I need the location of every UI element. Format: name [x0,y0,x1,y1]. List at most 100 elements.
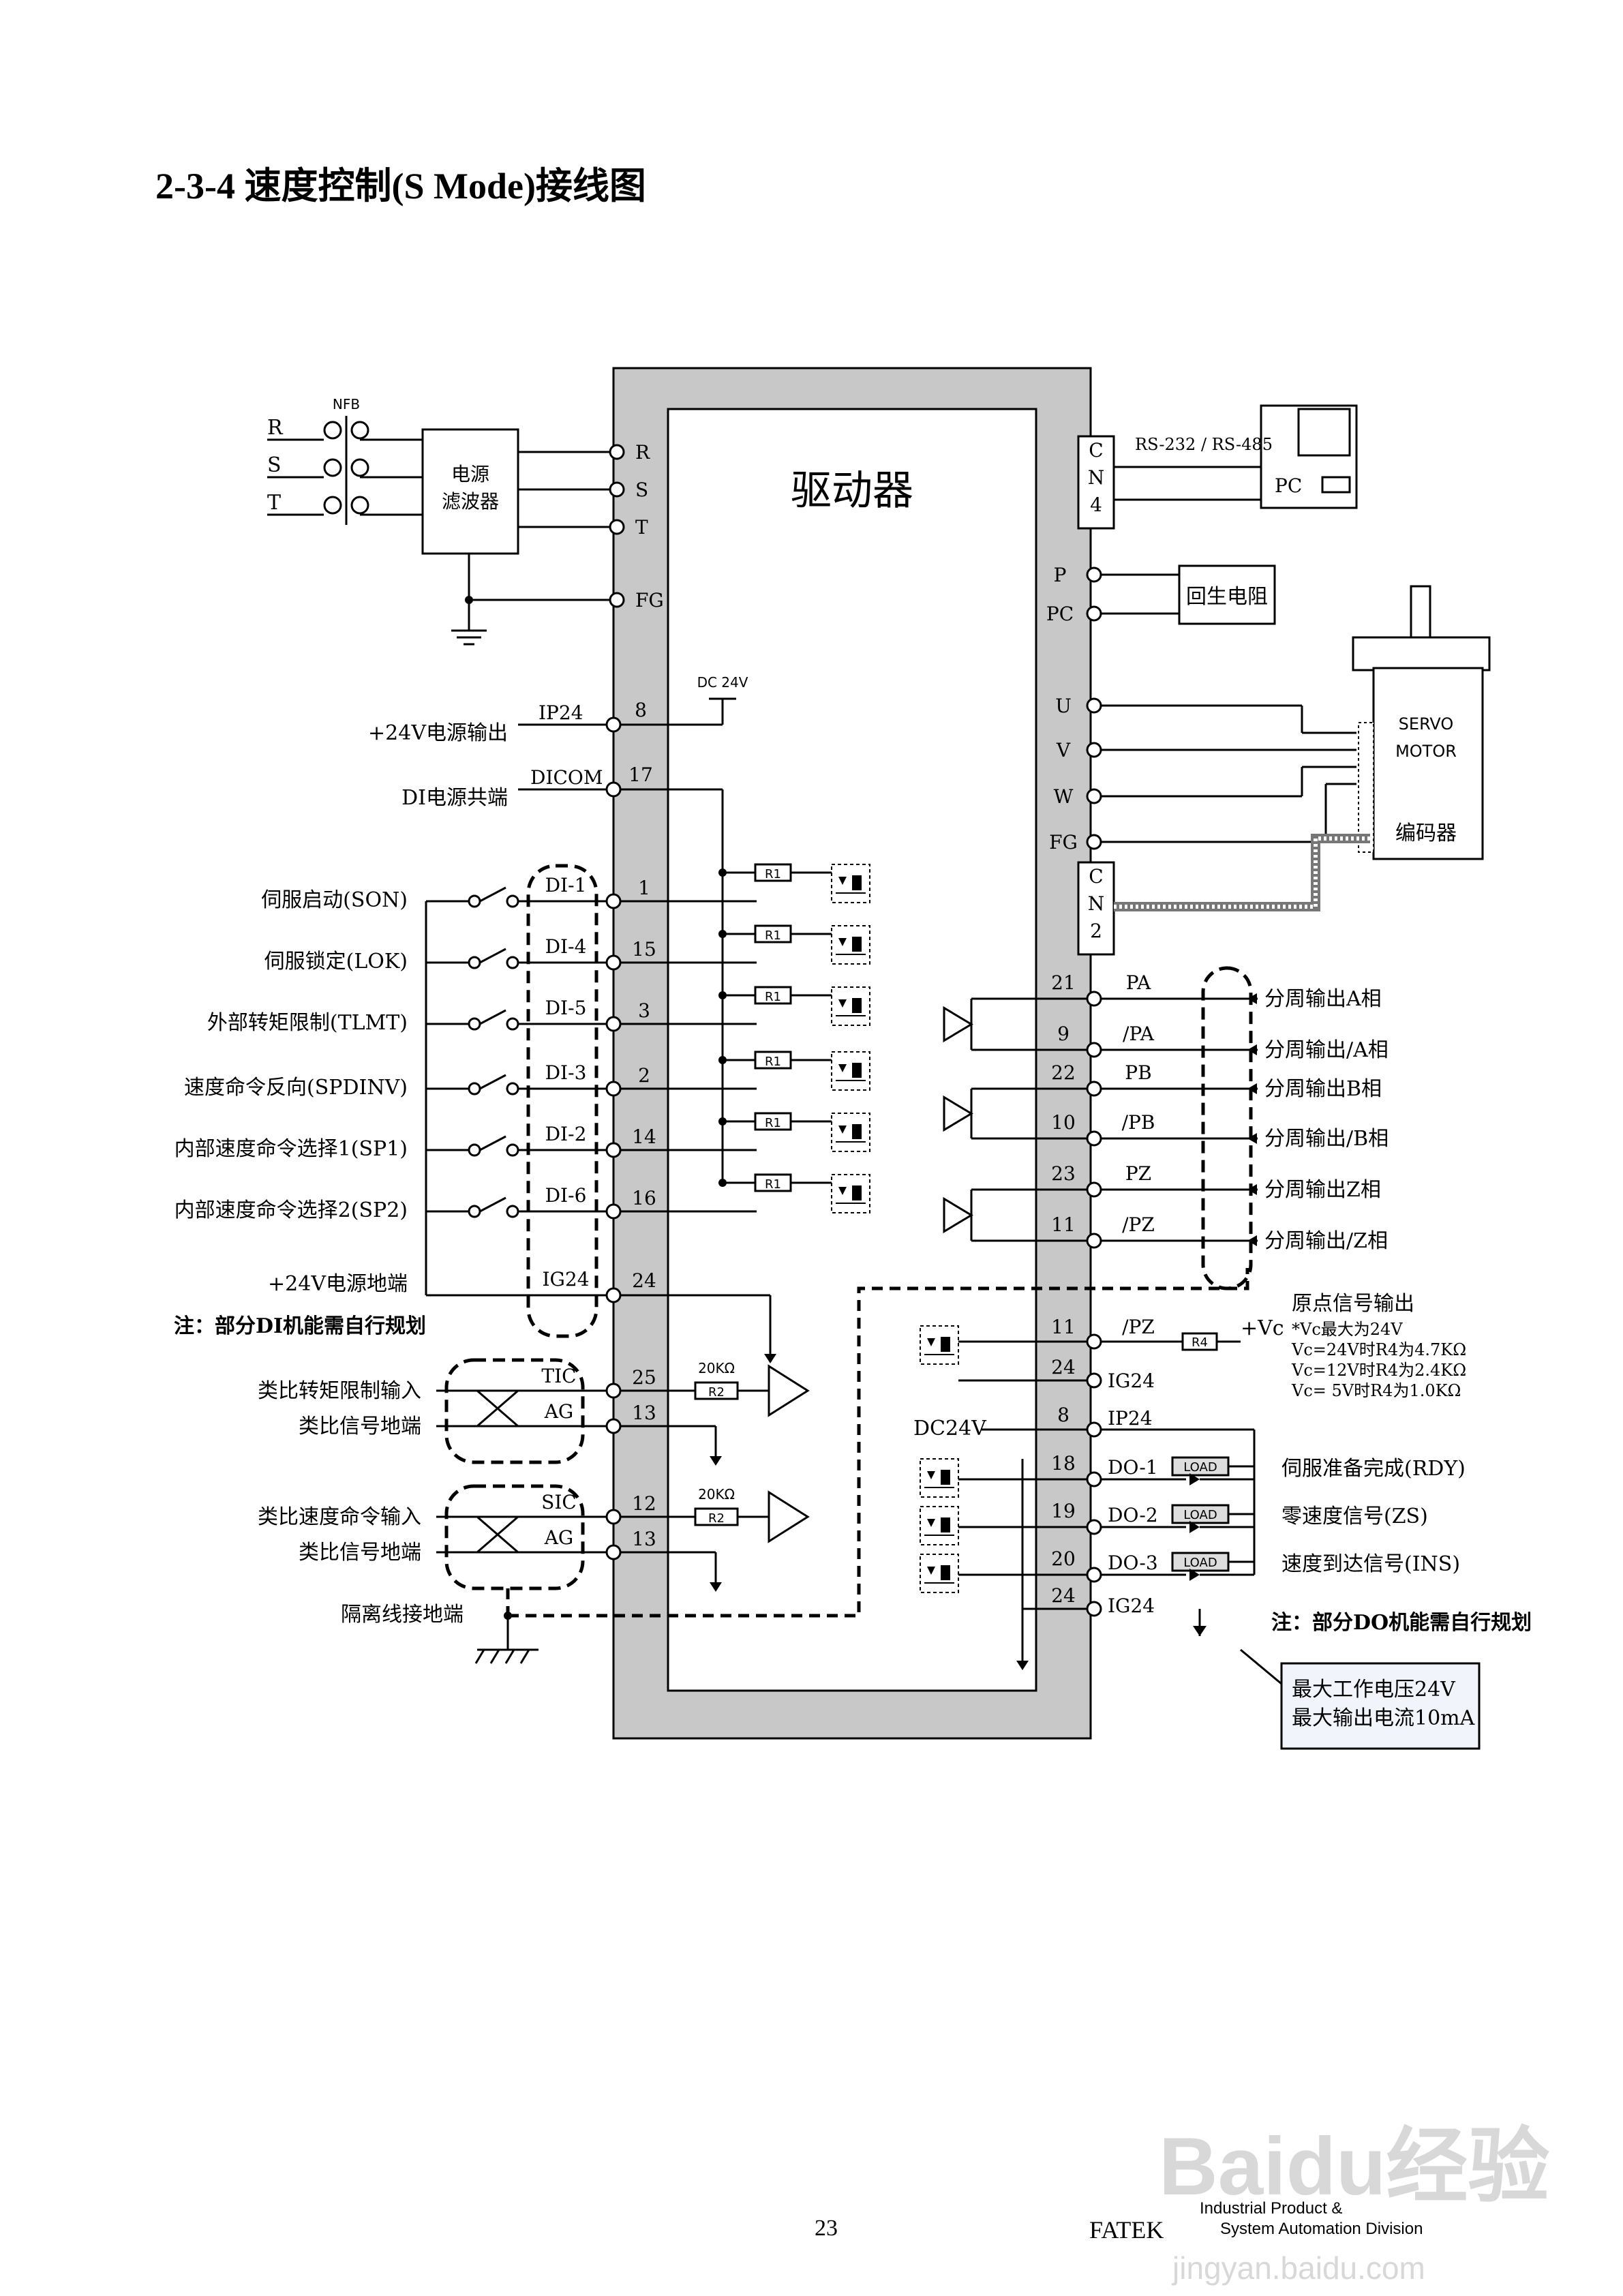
di-pin-number: 16 [632,1187,656,1209]
filter-label-1: 电源 [451,463,489,485]
led-glyph [927,1519,935,1527]
r1-resistor [754,863,792,882]
dicom-pin-number: 17 [628,764,653,786]
led-glyph [838,999,847,1008]
analog-pin-number: 13 [632,1402,656,1424]
do-output-label: 零速度信号(ZS) [1281,1505,1428,1528]
cn4-label: N [1088,466,1105,489]
do-pin-number: 19 [1051,1500,1076,1522]
pc-screen [1297,408,1351,457]
led-glyph [838,877,847,885]
switch-contact [506,894,519,908]
cn4-label: 4 [1090,494,1102,516]
origin-optocoupler-icon [920,1325,959,1365]
junction-dot [718,1179,727,1187]
power-filter-box [421,428,519,555]
dashed-lines [506,1268,1249,1618]
twisted-pair [476,1389,519,1428]
do-power-pin-number: 8 [1057,1404,1070,1426]
di-pin [605,893,622,909]
do-pin [1086,1471,1102,1487]
di-pin [605,1016,622,1032]
do-output-label: 伺服准备完成(RDY) [1281,1457,1466,1481]
r1-resistor [754,1173,792,1192]
dc24v-internal-label: DC 24V [697,674,748,691]
junction-dot [718,930,727,938]
r1-resistor [754,986,792,1005]
arrow-icon [764,1354,776,1363]
switch-blade [479,1135,506,1151]
ground-hatch [519,1649,530,1664]
junction-dot [504,1612,512,1620]
optocoupler-frame [920,1554,959,1593]
origin-pin [1086,1333,1102,1350]
optocoupler-frame [831,986,870,1026]
watermark-url: jingyan.baidu.com [1172,2250,1425,2286]
nfb-contact [323,421,342,440]
analog-label: 类比信号地端 [299,1541,421,1565]
analog-pin [605,1544,622,1560]
di-input-label: 伺服启动(SON) [261,888,408,912]
driver-label: 驱动器 [791,467,913,515]
cn2-label: 2 [1090,920,1102,942]
di-optocoupler-icon [831,925,870,965]
motor-terminal-block [1358,722,1374,853]
power-pin-label-S: S [635,479,648,501]
junction-dot [465,596,473,604]
di-signal: DI-4 [545,935,587,958]
motor-shaft [1410,585,1431,642]
encoder-out-pin [1086,1181,1102,1198]
analog-label: 类比信号地端 [299,1415,421,1438]
page-number: 23 [815,2216,838,2241]
analog-signal: SIC [541,1491,577,1513]
transistor-glyph [852,1124,862,1139]
analog-pin-number: 13 [632,1528,656,1550]
analog-group-2-frame [444,1484,585,1590]
watermark-logo: Baidu经验 [1159,2121,1550,2212]
switch-contact [506,1082,519,1096]
r1-resistor [754,924,792,943]
load-label: LOAD [1183,1556,1217,1570]
motor-pin-label-W: W [1054,785,1074,808]
di-pin [605,1081,622,1097]
load-label: LOAD [1183,1508,1217,1522]
do-signal: DO-1 [1108,1456,1158,1479]
analog-label: 类比速度命令输入 [258,1505,421,1529]
encoder-out-signal: /PA [1123,1023,1155,1045]
regen-pin-PC [1086,605,1102,622]
encoder-out-signal: PB [1125,1061,1151,1084]
nfb-contact [350,496,369,515]
do-signal: DO-2 [1108,1504,1158,1526]
arrow-icon [710,1456,722,1466]
encoder-out-pin [1086,1081,1102,1097]
switch-contact [468,956,481,969]
servo-motor-body [1372,667,1484,860]
di-pin-number: 14 [632,1126,656,1148]
r2-value: 20KΩ [698,1360,735,1376]
rs-interface-label: RS-232 / RS-485 [1135,435,1273,454]
transistor-glyph [852,875,862,890]
origin-signal: /PZ [1122,1316,1155,1338]
nfb-contact [350,421,369,440]
power-pin-label-FG: FG [635,589,664,611]
mains-label-S: S [267,453,282,477]
junction-dot [718,868,727,877]
encoder-out-label: 分周输出/B相 [1264,1127,1389,1151]
origin-note: *Vc最大为24V [1292,1320,1403,1339]
di-signal: DI-5 [545,997,587,1019]
wiring-lines [267,416,1356,1685]
encoder-label: 编码器 [1395,821,1457,845]
cn2-label: N [1088,892,1105,915]
do-power-pin [1086,1421,1102,1438]
cn4-connector [1077,435,1115,530]
optocoupler-frame [831,1174,870,1213]
switch-blade [479,1074,506,1090]
analog-pin-number: 25 [632,1366,656,1389]
regen-pin-label-P: P [1054,564,1067,586]
origin-note: Vc=12V时R4为2.4KΩ [1291,1361,1466,1380]
ip24-signal: IP24 [539,701,583,724]
encoder-out-label: 分周输出B相 [1264,1077,1382,1101]
r1-label: R1 [765,1116,781,1130]
ig24-left-signal: IG24 [542,1268,589,1290]
do-ig24-pin-number: 24 [1051,1584,1076,1607]
